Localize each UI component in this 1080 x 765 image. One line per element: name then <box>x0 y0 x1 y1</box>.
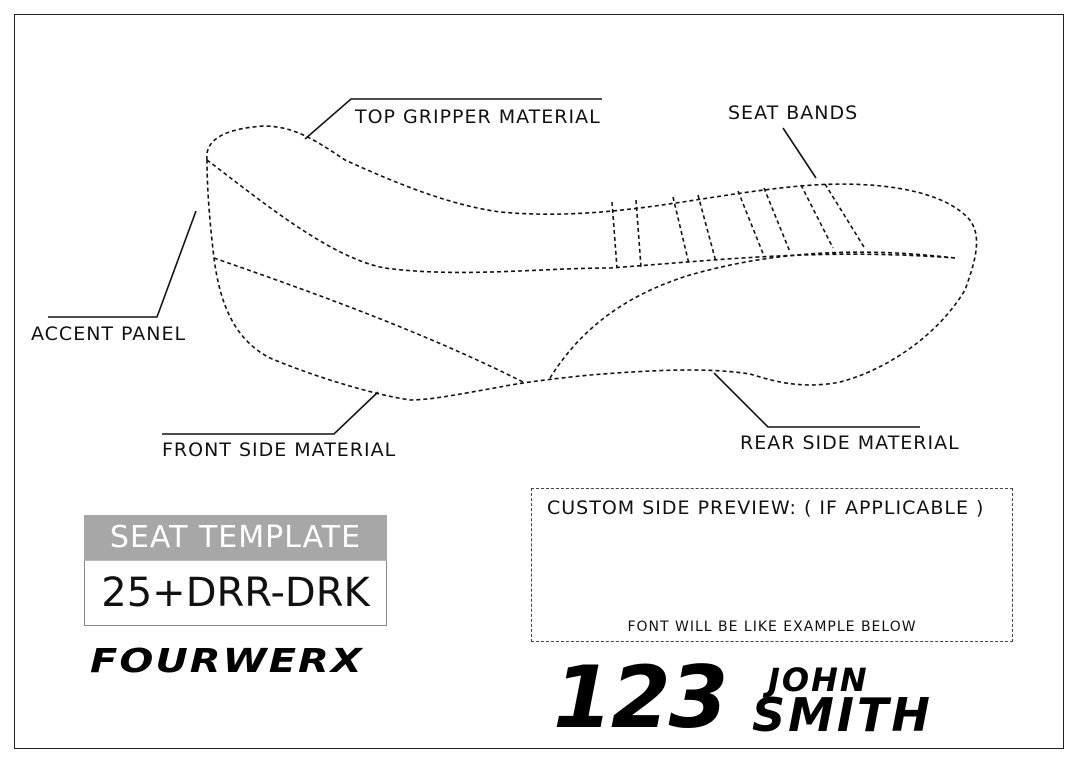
top-gripper-edge <box>206 159 956 274</box>
seat-band-7 <box>800 184 834 249</box>
custom-side-preview-title: CUSTOM SIDE PREVIEW: ( IF APPLICABLE ) <box>547 497 985 519</box>
fourwerx-logo: FOURWERX <box>90 642 364 681</box>
seat-band-4 <box>697 194 717 263</box>
seat-template-code: 25+DRR-DRK <box>84 560 387 626</box>
leader-rear-side <box>713 372 920 428</box>
seat-band-6 <box>763 187 791 253</box>
seat-band-3 <box>672 196 690 265</box>
template-frame <box>14 14 1064 749</box>
rear-side-edge <box>549 251 956 379</box>
label-top-gripper: TOP GRIPPER MATERIAL <box>355 106 601 128</box>
seat-template-title: SEAT TEMPLATE <box>84 515 387 560</box>
example-number: 123 <box>553 648 729 748</box>
seat-band-2 <box>635 199 642 268</box>
label-accent-panel: ACCENT PANEL <box>31 323 187 345</box>
seat-band-8 <box>824 183 865 248</box>
seat-band-5 <box>737 190 765 257</box>
label-front-side: FRONT SIDE MATERIAL <box>162 439 397 461</box>
example-first-name: JOHN <box>768 661 869 699</box>
seat-band-1 <box>611 201 618 269</box>
example-last-name: SMITH <box>752 688 933 742</box>
leader-seat-bands <box>782 127 817 179</box>
label-seat-bands: SEAT BANDS <box>728 102 859 124</box>
accent-panel-edge <box>213 257 526 384</box>
seat-outline <box>206 125 978 401</box>
leader-front-side <box>162 391 379 435</box>
label-rear-side: REAR SIDE MATERIAL <box>740 432 960 454</box>
seat-template-box: SEAT TEMPLATE 25+DRR-DRK <box>84 515 387 631</box>
font-example-note: FONT WILL BE LIKE EXAMPLE BELOW <box>627 619 917 635</box>
leader-accent-panel <box>48 210 197 318</box>
custom-side-preview-box: CUSTOM SIDE PREVIEW: ( IF APPLICABLE ) F… <box>531 488 1013 642</box>
leader-top-gripper <box>304 98 602 140</box>
